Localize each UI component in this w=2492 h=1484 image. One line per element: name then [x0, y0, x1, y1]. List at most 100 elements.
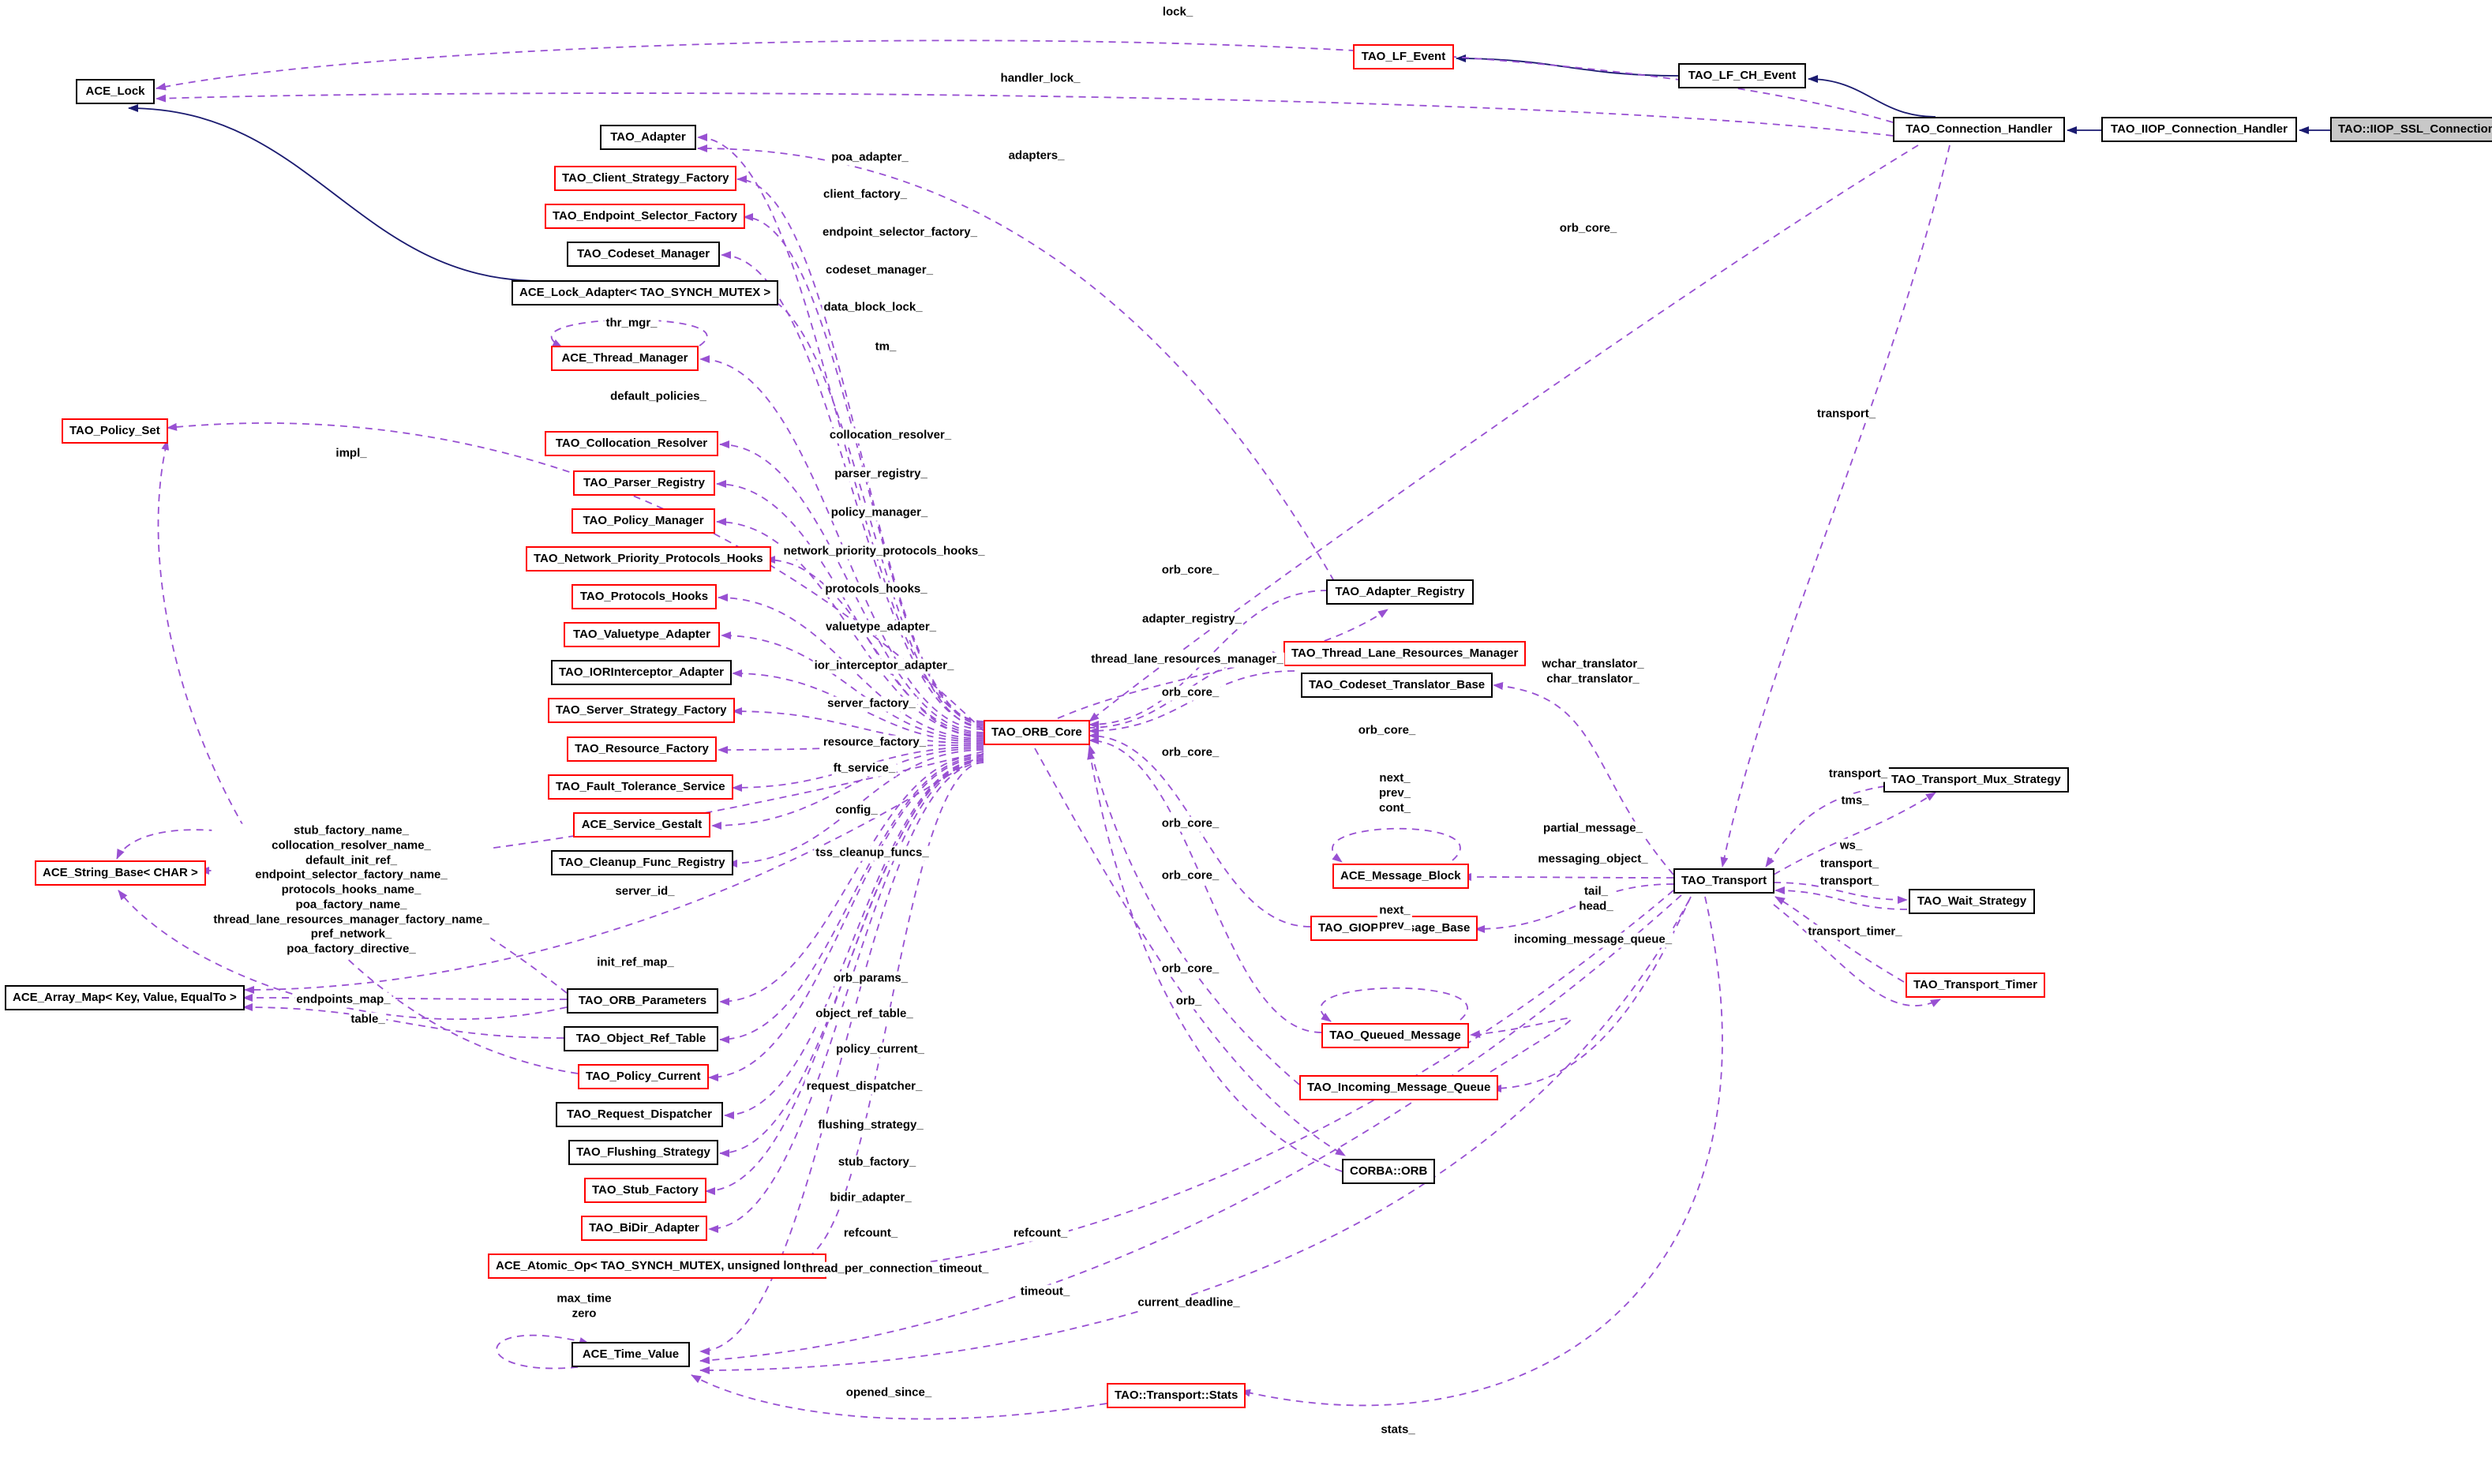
edge-label: flushing_strategy_ [816, 1118, 925, 1134]
edge-label: stub_factory_ [836, 1155, 918, 1171]
class-node-tao_queued_message[interactable]: TAO_Queued_Message [1321, 1023, 1469, 1048]
class-node-tao_fault_tolerance_service[interactable]: TAO_Fault_Tolerance_Service [548, 774, 733, 800]
edge-label: messaging_object_ [1536, 852, 1650, 868]
edge [1773, 904, 1941, 1007]
class-node-tao_orb_parameters[interactable]: TAO_ORB_Parameters [567, 988, 718, 1014]
class-node-ace_service_gestalt[interactable]: ACE_Service_Gestalt [573, 812, 710, 838]
edge-label: thread_lane_resources_manager_ [1089, 652, 1285, 668]
edge-label: server_id_ [613, 884, 676, 900]
edge-label: endpoints_map_ [294, 992, 392, 1008]
class-node-ace_array_map[interactable]: ACE_Array_Map< Key, Value, EqualTo > [5, 985, 245, 1010]
class-node-tao_transport_stats[interactable]: TAO::Transport::Stats [1107, 1383, 1246, 1408]
edge-label: ws_ [1838, 838, 1864, 854]
class-node-tao_connection_handler[interactable]: TAO_Connection_Handler [1893, 117, 2065, 142]
edge [242, 1003, 564, 1039]
edge [699, 762, 984, 1355]
class-node-tao_adapter[interactable]: TAO_Adapter [600, 125, 696, 150]
edge [199, 751, 984, 875]
class-node-tao_object_ref_table[interactable]: TAO_Object_Ref_Table [564, 1026, 718, 1051]
class-node-tao_transport_timer[interactable]: TAO_Transport_Timer [1906, 972, 2045, 998]
edge-label: max_time zero [555, 1291, 613, 1321]
class-node-ace_string_base[interactable]: ACE_String_Base< CHAR > [35, 860, 206, 886]
class-node-ace_message_block[interactable]: ACE_Message_Block [1332, 864, 1469, 889]
edge [496, 1334, 591, 1370]
edge-label: protocols_hooks_ [823, 582, 929, 598]
class-node-tao_bidir_adapter[interactable]: TAO_BiDir_Adapter [581, 1216, 707, 1241]
edge-label: policy_manager_ [829, 505, 930, 521]
edge [128, 104, 542, 282]
edge-label: resource_factory_ [821, 735, 928, 751]
edge [711, 748, 984, 830]
edge-label: next_ prev_ cont_ [1377, 770, 1413, 816]
class-node-tao_codeset_translator_base[interactable]: TAO_Codeset_Translator_Base [1301, 673, 1493, 698]
edge-label: collocation_resolver_ [827, 428, 954, 444]
edge-label: lock_ [1160, 5, 1195, 21]
class-node-tao_iorinterceptor_adapter[interactable]: TAO_IORInterceptor_Adapter [551, 660, 732, 685]
class-node-tao_protocols_hooks[interactable]: TAO_Protocols_Hooks [571, 584, 717, 609]
class-node-tao_client_strategy_factory[interactable]: TAO_Client_Strategy_Factory [554, 166, 737, 191]
edge-label: server_factory_ [826, 696, 917, 712]
class-node-ace_atomic_op[interactable]: ACE_Atomic_Op< TAO_SYNCH_MUTEX, unsigned… [488, 1254, 826, 1279]
class-node-tao_stub_factory[interactable]: TAO_Stub_Factory [584, 1178, 706, 1203]
class-node-tao_cleanup_func_registry[interactable]: TAO_Cleanup_Func_Registry [551, 850, 733, 875]
class-node-tao_server_strategy_factory[interactable]: TAO_Server_Strategy_Factory [548, 698, 735, 723]
class-node-tao_endpoint_selector_factory[interactable]: TAO_Endpoint_Selector_Factory [545, 204, 745, 229]
edge [1089, 670, 1295, 735]
edge-label: current_deadline_ [1136, 1295, 1242, 1311]
class-node-tao_transport_mux_strategy[interactable]: TAO_Transport_Mux_Strategy [1883, 767, 2069, 793]
class-node-tao_valuetype_adapter[interactable]: TAO_Valuetype_Adapter [564, 622, 720, 647]
edge [708, 760, 984, 1233]
class-node-tao_lf_event[interactable]: TAO_LF_Event [1353, 44, 1454, 69]
edge-label: endpoint_selector_factory_ [821, 225, 979, 241]
class-node-ace_lock[interactable]: ACE_Lock [76, 79, 155, 104]
class-node-tao_transport[interactable]: TAO_Transport [1673, 868, 1775, 894]
class-node-tao_wait_strategy[interactable]: TAO_Wait_Strategy [1909, 889, 2035, 914]
edge-label: wchar_translator_ char_translator_ [1540, 657, 1646, 687]
edge-label: parser_registry_ [833, 467, 929, 482]
class-node-ace_thread_manager[interactable]: ACE_Thread_Manager [551, 346, 699, 371]
class-node-corba_orb[interactable]: CORBA::ORB [1342, 1159, 1436, 1184]
class-node-tao_codeset_manager[interactable]: TAO_Codeset_Manager [567, 242, 720, 267]
edge-label: adapters_ [1006, 148, 1066, 164]
class-node-tao_network_priority_protocols_hooks[interactable]: TAO_Network_Priority_Protocols_Hooks [526, 546, 771, 571]
edge [156, 92, 1894, 137]
edge-label: orb_core_ [1557, 221, 1619, 237]
class-node-tao_thread_lane_resources_manager[interactable]: TAO_Thread_Lane_Resources_Manager [1283, 641, 1527, 666]
class-node-tao_policy_manager[interactable]: TAO_Policy_Manager [571, 508, 715, 534]
class-node-ace_time_value[interactable]: ACE_Time_Value [571, 1342, 690, 1367]
class-node-tao_adapter_registry[interactable]: TAO_Adapter_Registry [1326, 579, 1474, 605]
edge [697, 144, 1335, 582]
class-node-tao_policy_set[interactable]: TAO_Policy_Set [62, 418, 168, 444]
edge-label: codeset_manager_ [824, 263, 935, 279]
edge [1491, 896, 1692, 1092]
edge [1774, 886, 1908, 910]
class-node-tao_request_dispatcher[interactable]: TAO_Request_Dispatcher [556, 1102, 723, 1127]
edge-label: refcount_ [1011, 1226, 1070, 1242]
class-node-tao_iiop_connection_handler[interactable]: TAO_IIOP_Connection_Handler [2101, 117, 2297, 142]
edge [732, 707, 984, 744]
edge-label: next_ prev_ [1377, 903, 1413, 933]
edge-label: policy_current_ [834, 1042, 926, 1058]
edge [1332, 827, 1461, 863]
edge [156, 39, 1894, 123]
class-node-tao_incoming_message_queue[interactable]: TAO_Incoming_Message_Queue [1299, 1075, 1499, 1100]
class-node-tao_policy_current[interactable]: TAO_Policy_Current [578, 1064, 709, 1089]
class-node-tao_lf_ch_event[interactable]: TAO_LF_CH_Event [1678, 63, 1806, 88]
edge-label: orb_params_ [831, 971, 910, 987]
edge-label: orb_core_ [1160, 961, 1221, 977]
edge [118, 890, 568, 1021]
edge [1470, 1017, 1572, 1073]
class-node-tao_collocation_resolver[interactable]: TAO_Collocation_Resolver [545, 431, 718, 456]
class-node-tao_flushing_strategy[interactable]: TAO_Flushing_Strategy [568, 1140, 718, 1165]
edge-label: impl_ [334, 446, 369, 462]
class-node-tao_parser_registry[interactable]: TAO_Parser_Registry [573, 470, 715, 496]
edge [1089, 736, 1322, 1033]
edge-label: opened_since_ [844, 1385, 934, 1401]
edge [551, 319, 708, 348]
class-node-tao_resource_factory[interactable]: TAO_Resource_Factory [567, 736, 717, 762]
class-node-ace_lock_adapter[interactable]: ACE_Lock_Adapter< TAO_SYNCH_MUTEX > [512, 280, 779, 305]
edge-label: adapter_registry_ [1141, 612, 1243, 628]
edge-label: default_policies_ [609, 389, 708, 405]
edge [736, 175, 984, 724]
edge-label: orb_core_ [1160, 816, 1221, 832]
